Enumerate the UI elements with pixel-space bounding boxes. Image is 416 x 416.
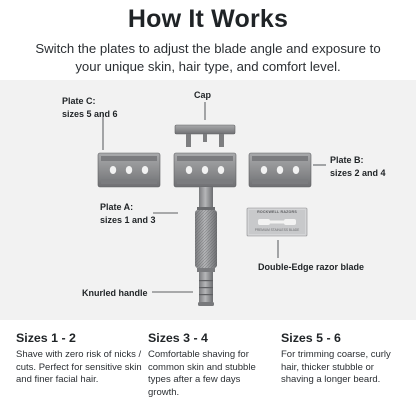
blade-part <box>246 207 308 237</box>
page-title: How It Works <box>127 5 289 33</box>
handle-label: Knurled handle <box>82 288 148 298</box>
sizes-3-4-description: Comfortable shaving for common skin and … <box>148 349 256 398</box>
cap-part <box>174 124 236 147</box>
sizes-section: Sizes 1 - 2 Shave with zero risk of nick… <box>0 330 416 416</box>
sizes-3-4-heading: Sizes 3 - 4 <box>148 331 208 345</box>
razor-parts-illustration <box>97 102 326 306</box>
sizes-1-2-heading: Sizes 1 - 2 <box>16 331 76 345</box>
blade-label: Double-Edge razor blade <box>258 262 365 272</box>
cap-label: Cap <box>194 90 212 100</box>
page-subtitle: Switch the plates to adjust the blade an… <box>35 41 381 74</box>
plate-b-label-title: Plate B: <box>330 155 364 165</box>
sizes-1-2-column: Sizes 1 - 2 Shave with zero risk of nick… <box>16 330 142 387</box>
plate-c-label-sizes: sizes 5 and 6 <box>62 109 118 119</box>
razor-diagram: Cap Plate C: sizes 5 and 6 Plate B: size… <box>0 80 416 320</box>
blade-stamp-bottom: PREMIUM STAINLESS BLADE <box>254 228 300 232</box>
sizes-3-4-column: Sizes 3 - 4 Comfortable shaving for comm… <box>148 330 274 399</box>
handle-part <box>195 187 217 306</box>
sizes-5-6-description: For trimming coarse, curly hair, thicker… <box>281 349 391 385</box>
plate-b-part <box>248 152 312 188</box>
plate-c-part <box>97 152 161 188</box>
blade-stamp-top: ROCKWELL RAZORS <box>257 210 297 214</box>
plate-c-label-title: Plate C: <box>62 96 96 106</box>
sizes-5-6-column: Sizes 5 - 6 For trimming coarse, curly h… <box>281 330 407 387</box>
plate-a-label-sizes: sizes 1 and 3 <box>100 215 156 225</box>
sizes-5-6-heading: Sizes 5 - 6 <box>281 331 341 345</box>
plate-b-label-sizes: sizes 2 and 4 <box>330 168 386 178</box>
leader-lines <box>102 102 326 293</box>
plate-a-part <box>173 152 237 188</box>
plate-a-label-title: Plate A: <box>100 202 134 212</box>
sizes-1-2-description: Shave with zero risk of nicks / cuts. Pe… <box>16 349 142 385</box>
